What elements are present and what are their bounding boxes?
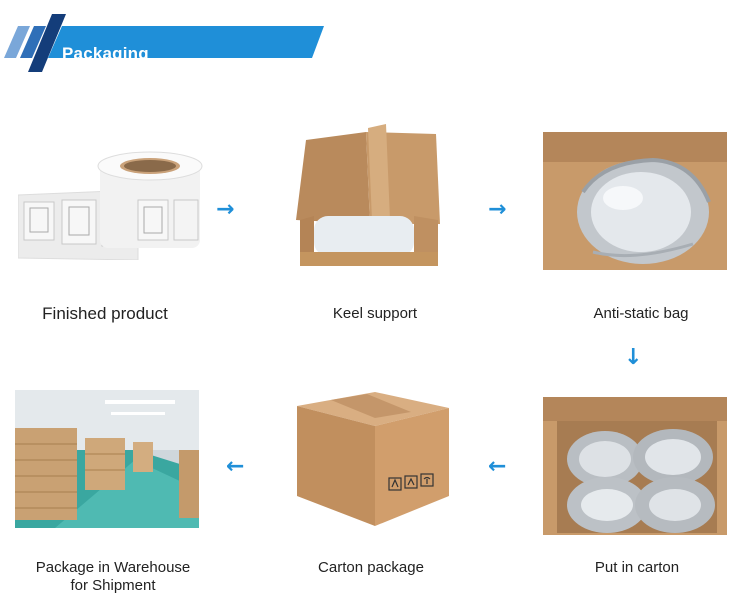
arrow-right-icon: → [216,197,235,222]
anti-static-bag-image [543,132,727,270]
step-label-carton-package: Carton package [318,559,424,576]
page-title: Packaging [62,44,149,63]
step-label-finished-product: Finished product [42,304,168,323]
step-label-keel-support: Keel support [332,305,418,322]
warehouse-image [15,390,199,528]
arrow-down-icon: ↓ [624,345,643,370]
carton-package-image [291,378,451,528]
step-label-put-in-carton: Put in carton [594,559,680,576]
arrow-left-icon: ← [488,454,507,479]
put-in-carton-image [543,397,727,535]
step-label-anti-static-bag: Anti-static bag [593,305,689,322]
arrow-right-icon: → [488,197,507,222]
arrow-left-icon: ← [226,454,245,479]
finished-product-image [18,150,208,260]
step-label-warehouse-shipment: Package in Warehouse for Shipment [35,559,191,594]
section-banner: Packaging [0,14,340,72]
keel-support-image [286,124,442,270]
banner-stripes-icon [4,14,324,72]
